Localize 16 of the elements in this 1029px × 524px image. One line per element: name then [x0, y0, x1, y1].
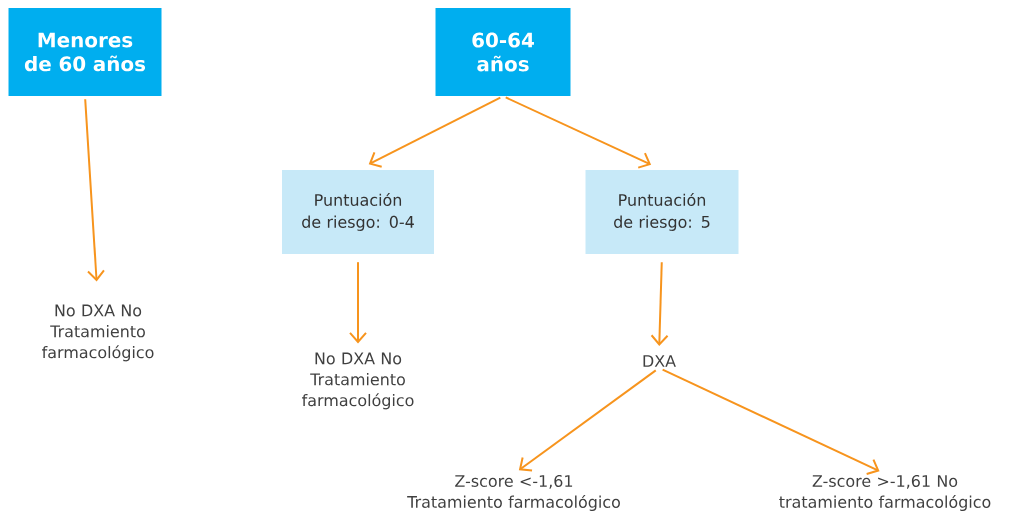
arrow: [84, 98, 105, 282]
arrow: [368, 96, 502, 168]
category-box: Menores de 60 años: [8, 8, 162, 96]
arrow: [504, 96, 652, 169]
score-box: Puntuación de riesgo: 5: [585, 170, 739, 254]
score-box: Puntuación de riesgo: 0-4: [282, 170, 434, 254]
outcome-text: Z-score <-1,61 Tratamiento farmacológico: [407, 474, 620, 511]
outcome-text: DXA: [643, 355, 676, 367]
arrow: [518, 369, 657, 472]
arrow: [661, 368, 880, 475]
outcome-text: No DXA No Tratamiento farmacológico: [302, 352, 414, 410]
arrow: [650, 261, 669, 346]
arrow: [349, 261, 367, 344]
category-box: 60-64 años: [435, 8, 571, 96]
outcome-text: Z-score >-1,61 No tratamiento farmacológico: [779, 474, 991, 511]
outcome-text: No DXA No Tratamiento farmacológico: [42, 304, 154, 362]
